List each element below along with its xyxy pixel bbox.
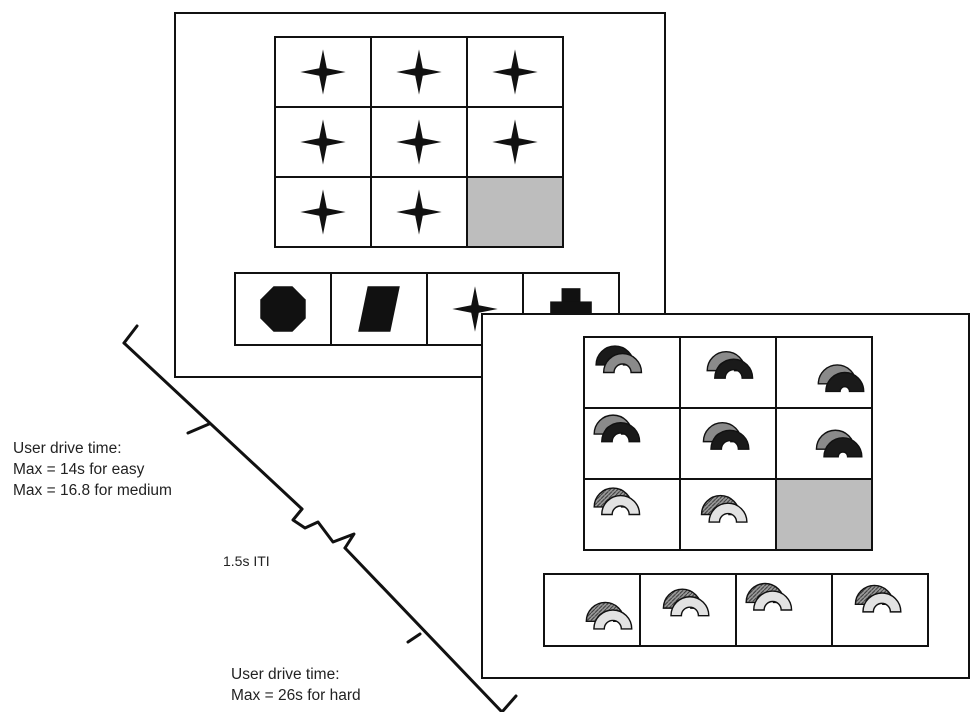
easy-matrix-cell-r2c2: [370, 106, 468, 178]
four-point-star-icon: [396, 49, 442, 95]
arch-pair-hatched-icon: [585, 601, 633, 630]
four-point-star-icon: [300, 49, 346, 95]
easy-option-2[interactable]: [330, 272, 428, 346]
arch-pair-icon: [593, 414, 641, 443]
timeline-end-tick: [500, 694, 518, 712]
arch-pair-hatched-icon: [745, 582, 793, 611]
easy-matrix-cell-r2c1: [274, 106, 372, 178]
puzzle-panel-hard: [481, 313, 970, 679]
arch-pair-icon: [593, 487, 641, 516]
easy-matrix-cell-r2c3: [466, 106, 564, 178]
label-drive-time-bottom: User drive time: Max = 26s for hard: [231, 664, 361, 706]
arch-pair-hatched-icon: [593, 487, 641, 516]
four-point-star-icon: [300, 189, 346, 235]
timeline-segment-drive-1: [122, 324, 139, 345]
timeline-tick-drive-2: [406, 632, 422, 644]
easy-matrix-cell-r3c1: [274, 176, 372, 248]
arch-pair-hatched-icon: [854, 584, 902, 613]
four-point-star-icon: [396, 189, 442, 235]
label-drive-time-top-line3: Max = 16.8 for medium: [13, 482, 172, 499]
four-point-star-icon: [396, 119, 442, 165]
octagon-icon: [260, 286, 306, 332]
four-point-star-icon: [492, 49, 538, 95]
easy-option-1[interactable]: [234, 272, 332, 346]
hard-option-1[interactable]: [543, 573, 641, 647]
hard-matrix-cell-r3c1: [583, 478, 681, 551]
label-drive-time-top-line1: User drive time:: [13, 440, 122, 457]
four-point-star-icon: [492, 49, 538, 95]
arch-pair-black-front-icon: [702, 422, 750, 450]
hard-matrix-cell-r2c2: [679, 407, 777, 480]
four-point-star-icon: [300, 49, 346, 95]
arch-pair-black-front-icon: [593, 414, 641, 443]
hard-option-4[interactable]: [831, 573, 929, 647]
timeline-segment-drive-2: [343, 546, 504, 712]
arch-pair-icon: [702, 422, 750, 450]
hard-matrix-cell-r2c1: [583, 407, 681, 480]
arch-pair-icon: [595, 345, 643, 374]
arch-pair-icon: [854, 584, 902, 613]
four-point-star-icon: [300, 119, 346, 165]
arch-pair-hatched-icon: [700, 494, 748, 523]
four-point-star-icon: [492, 119, 538, 165]
hard-option-2[interactable]: [639, 573, 737, 647]
arch-pair-icon: [745, 582, 793, 611]
arch-pair-icon: [706, 351, 754, 379]
four-point-star-icon: [452, 286, 498, 332]
easy-matrix-cell-r1c3: [466, 36, 564, 108]
hard-matrix-cell-r1c1: [583, 336, 681, 409]
arch-pair-icon: [700, 494, 748, 523]
arch-pair-icon: [662, 588, 710, 617]
hard-matrix-cell-r1c3: [775, 336, 873, 409]
arch-pair-icon: [585, 601, 633, 630]
easy-matrix-cell-r1c2: [370, 36, 468, 108]
arch-pair-small-hole-icon: [817, 364, 865, 393]
arch-pair-gray-front-icon: [595, 345, 643, 374]
easy-matrix-cell-r3c2: [370, 176, 468, 248]
hard-matrix-cell-r2c3: [775, 407, 873, 480]
four-point-star-icon: [396, 189, 442, 235]
four-point-star-icon: [396, 119, 442, 165]
arch-pair-icon: [817, 364, 865, 393]
hard-matrix-cell-r3c2: [679, 478, 777, 551]
arch-pair-icon: [815, 429, 863, 458]
parallelogram-icon: [358, 286, 400, 332]
octagon-icon: [260, 286, 306, 332]
label-drive-time-bottom-line2: Max = 26s for hard: [231, 687, 361, 704]
four-point-star-icon: [396, 49, 442, 95]
easy-matrix-cell-r1c1: [274, 36, 372, 108]
easy-matrix-cell-r3c3: [466, 176, 564, 248]
four-point-star-icon: [452, 286, 498, 332]
label-drive-time-bottom-line1: User drive time:: [231, 666, 340, 683]
four-point-star-icon: [492, 119, 538, 165]
hard-option-3[interactable]: [735, 573, 833, 647]
arch-pair-hatched-icon: [662, 588, 710, 617]
arch-pair-black-front-icon: [706, 351, 754, 379]
hard-matrix-cell-r3c3: [775, 478, 873, 551]
timeline-bracket-iti: [291, 507, 356, 550]
four-point-star-icon: [300, 119, 346, 165]
label-iti: 1.5s ITI: [223, 553, 270, 569]
timeline-tick-drive-1: [186, 422, 211, 435]
four-point-star-icon: [300, 189, 346, 235]
label-drive-time-top: User drive time: Max = 14s for easy Max …: [13, 438, 172, 501]
label-drive-time-top-line2: Max = 14s for easy: [13, 461, 145, 478]
timeline-segment-drive-1-body: [122, 341, 304, 511]
parallelogram-icon: [358, 286, 400, 332]
arch-pair-small-hole-icon: [815, 429, 863, 458]
hard-matrix-cell-r1c2: [679, 336, 777, 409]
